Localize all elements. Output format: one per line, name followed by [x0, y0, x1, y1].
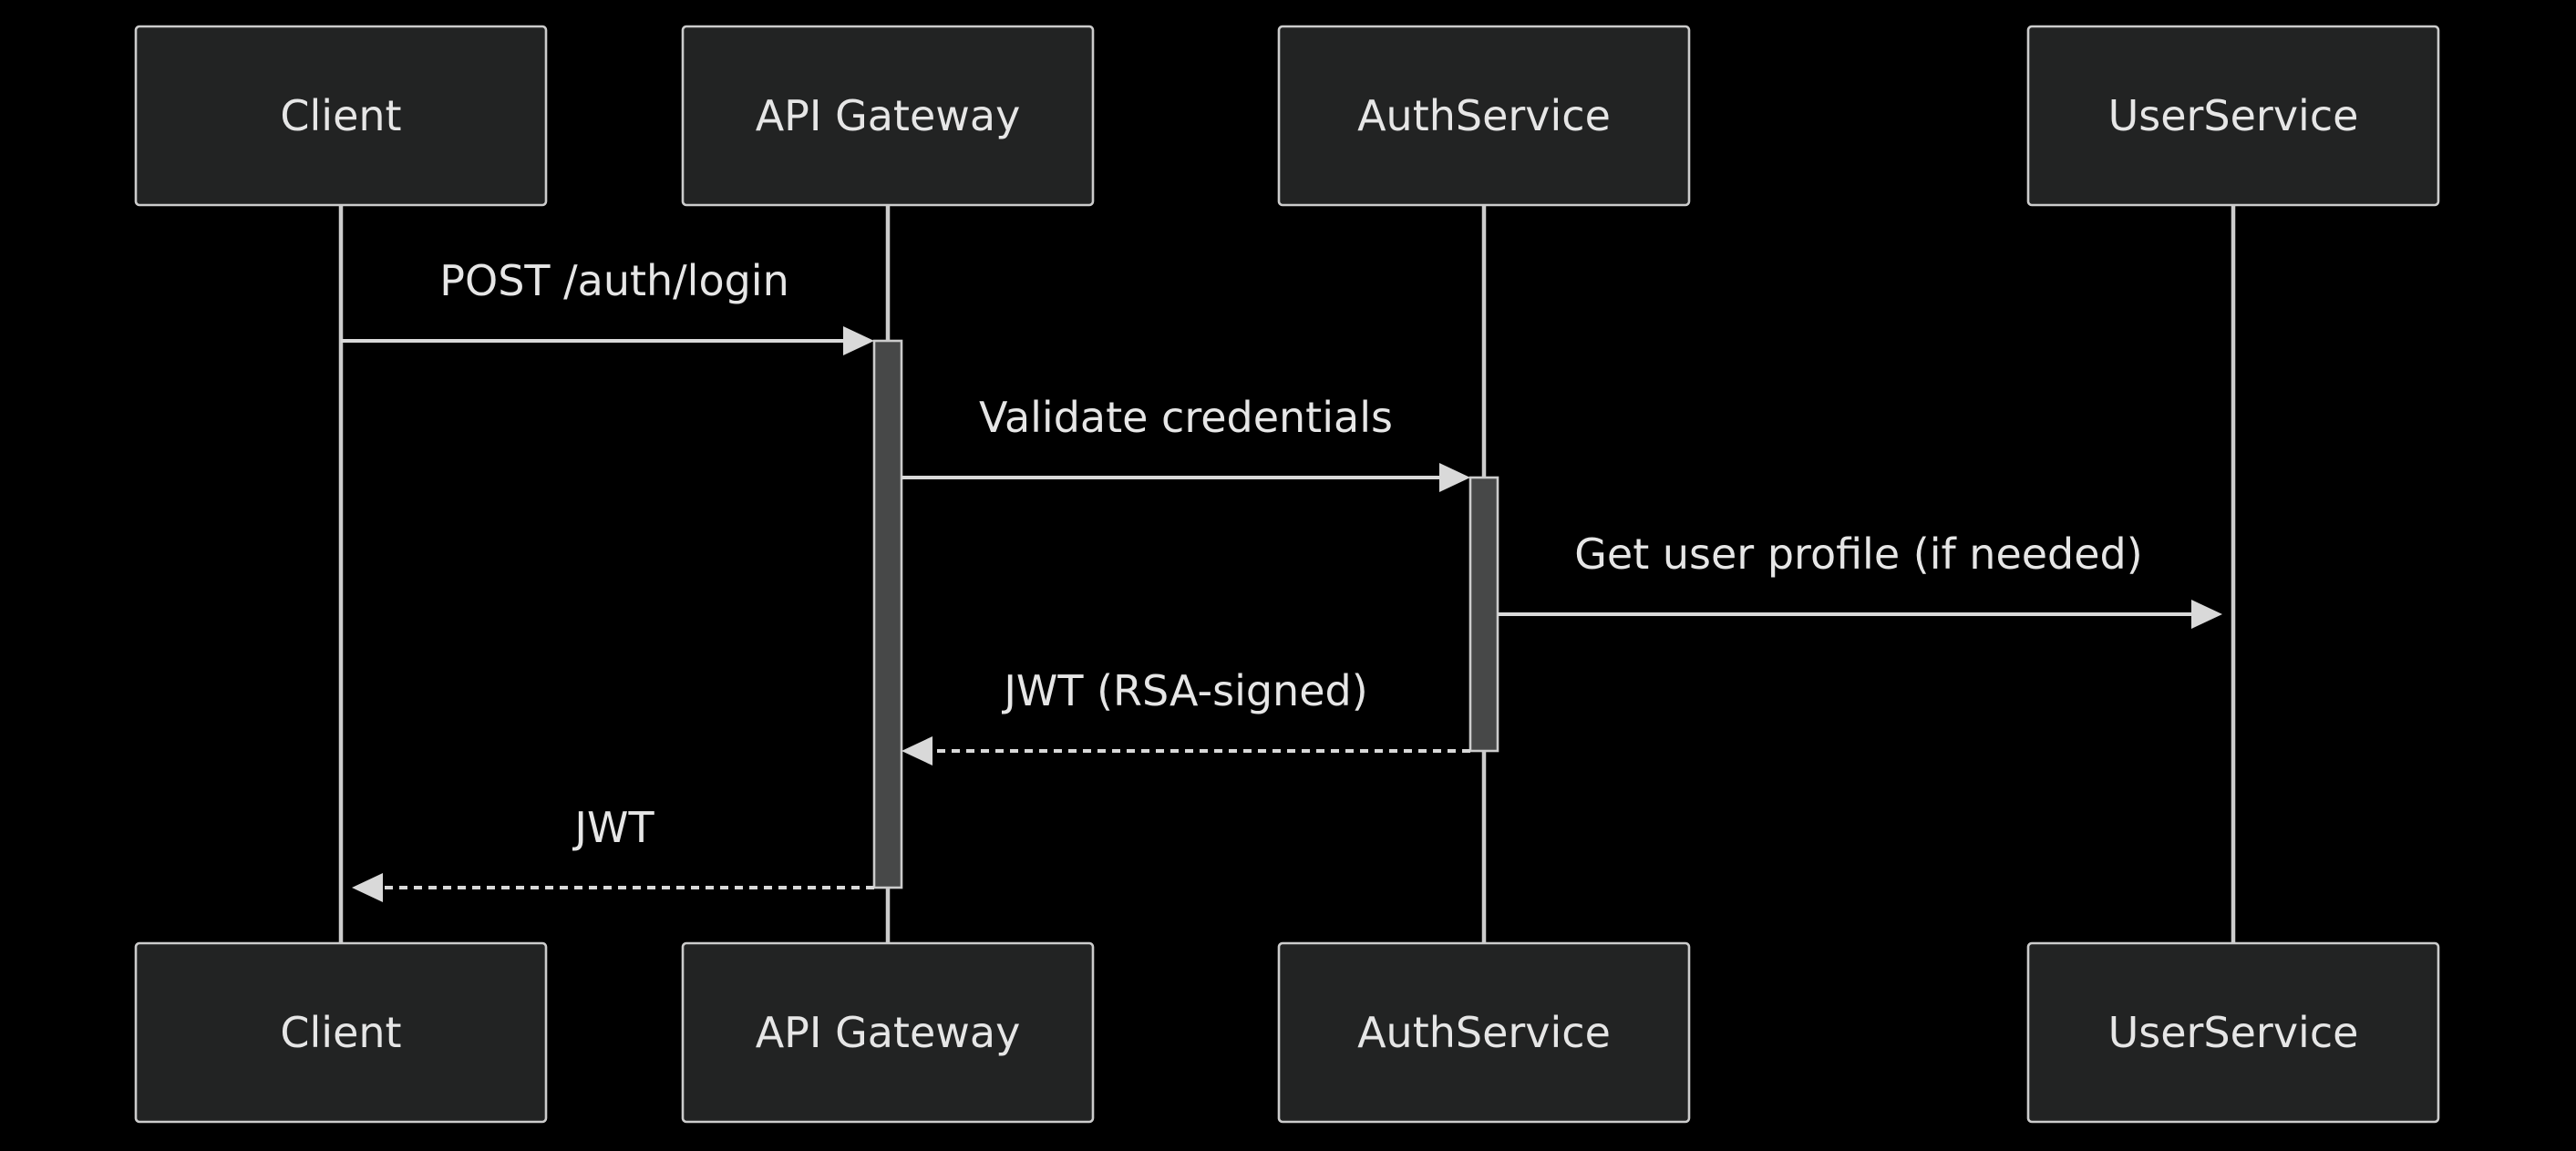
participant-client-top: Client: [134, 25, 548, 207]
message-5: JWT: [352, 803, 874, 902]
participant-box: [134, 25, 548, 207]
activation-bars: [872, 339, 1499, 889]
message-label: POST /auth/login: [439, 256, 788, 305]
participant-label: Client: [280, 91, 401, 140]
message-label: JWT (RSA-signed): [1001, 666, 1367, 715]
participant-client-bottom: Client: [134, 941, 548, 1124]
participant-box: [2026, 941, 2440, 1124]
participant-label: AuthService: [1357, 91, 1611, 140]
participant-box: [2026, 25, 2440, 207]
participant-box: [681, 25, 1095, 207]
participant-label: Client: [280, 1008, 401, 1057]
participant-gateway-top: API Gateway: [681, 25, 1095, 207]
message-2: Validate credentials: [902, 393, 1470, 492]
message-label: Get user profile (if needed): [1574, 529, 2142, 579]
participants-bottom: Client API Gateway AuthService UserService: [134, 941, 2440, 1124]
participant-user-top: UserService: [2026, 25, 2440, 207]
participant-gateway-bottom: API Gateway: [681, 941, 1095, 1124]
participant-label: AuthService: [1357, 1008, 1611, 1057]
participants-top: Client API Gateway AuthService UserService: [134, 25, 2440, 207]
participant-user-bottom: UserService: [2026, 941, 2440, 1124]
arrowhead-icon: [843, 326, 874, 355]
participant-label: API Gateway: [756, 1008, 1021, 1057]
message-1: POST /auth/login: [341, 256, 874, 355]
activation-bar-auth: [1468, 476, 1499, 753]
message-4: JWT (RSA-signed): [902, 666, 1470, 766]
participant-auth-top: AuthService: [1277, 25, 1691, 207]
arrowhead-icon: [352, 873, 383, 902]
activation-bar-gateway: [872, 339, 903, 889]
participant-auth-bottom: AuthService: [1277, 941, 1691, 1124]
participant-box: [134, 941, 548, 1124]
arrowhead-icon: [902, 736, 933, 766]
arrowhead-icon: [1439, 463, 1470, 492]
arrowhead-icon: [2191, 600, 2222, 629]
message-label: JWT: [572, 803, 654, 852]
message-3: Get user profile (if needed): [1498, 529, 2222, 629]
message-label: Validate credentials: [979, 393, 1393, 442]
participant-box: [681, 941, 1095, 1124]
participant-box: [1277, 941, 1691, 1124]
participant-label: UserService: [2108, 91, 2359, 140]
participant-box: [1277, 25, 1691, 207]
participant-label: API Gateway: [756, 91, 1021, 140]
participant-label: UserService: [2108, 1008, 2359, 1057]
